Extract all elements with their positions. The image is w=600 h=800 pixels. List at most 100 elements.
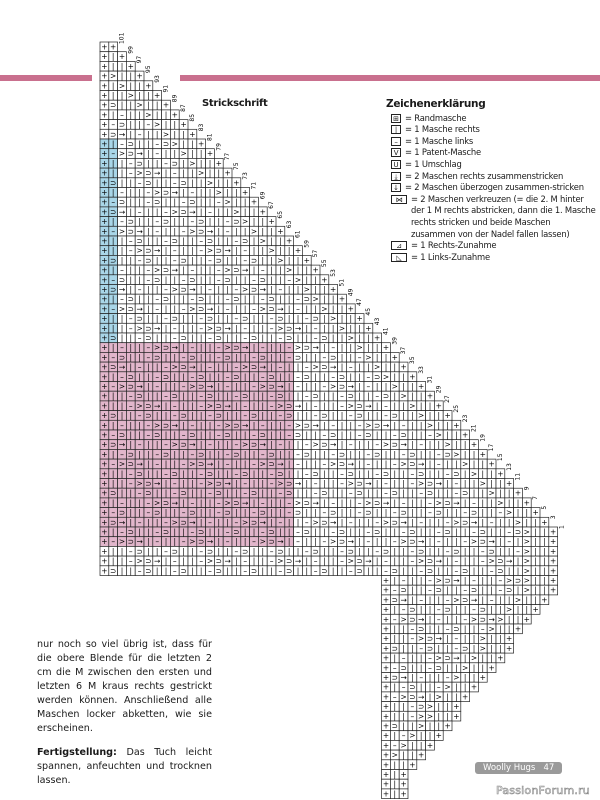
- stitch-symbol: |: [517, 615, 520, 624]
- stitch-symbol: –: [323, 537, 327, 546]
- stitch-symbol: |: [112, 392, 115, 401]
- stitch-symbol: |: [446, 712, 449, 721]
- stitch-symbol: –: [147, 353, 151, 362]
- stitch-symbol: +: [392, 353, 398, 362]
- stitch-symbol: ⊃: [251, 363, 257, 372]
- stitch-symbol: –: [182, 353, 186, 362]
- stitch-symbol: –: [182, 460, 186, 469]
- stitch-symbol: |: [464, 576, 467, 585]
- row-number: 23: [462, 414, 469, 422]
- stitch-symbol: ⊃: [251, 566, 257, 575]
- stitch-symbol: |: [165, 401, 168, 410]
- stitch-symbol: |: [200, 518, 203, 527]
- stitch-symbol: |: [270, 275, 273, 284]
- stitch-symbol: ⊃: [383, 392, 389, 401]
- stitch-symbol: |: [517, 498, 520, 507]
- stitch-symbol: |: [279, 528, 282, 537]
- stitch-symbol: >: [400, 692, 406, 701]
- stitch-symbol: –: [138, 363, 142, 372]
- stitch-symbol: |: [288, 392, 291, 401]
- stitch-symbol: |: [314, 431, 317, 440]
- stitch-symbol: –: [323, 353, 327, 362]
- stitch-symbol: –: [111, 508, 115, 517]
- stitch-symbol: –: [155, 227, 159, 236]
- stitch-symbol: –: [155, 140, 159, 149]
- stitch-symbol: ⊃: [128, 382, 134, 391]
- stitch-symbol: –: [243, 566, 247, 575]
- stitch-symbol: |: [270, 518, 273, 527]
- stitch-symbol: ⊃: [154, 275, 160, 284]
- stitch-symbol: |: [341, 343, 344, 352]
- stitch-symbol: |: [543, 557, 546, 566]
- stitch-symbol: |: [473, 479, 476, 488]
- stitch-symbol: >: [119, 227, 125, 236]
- stitch-symbol: |: [165, 431, 168, 440]
- stitch-symbol: |: [394, 557, 397, 566]
- stitch-symbol: ⊃: [480, 615, 486, 624]
- stitch-symbol: |: [253, 217, 256, 226]
- stitch-symbol: >: [260, 304, 266, 313]
- stitch-symbol: ⊃: [260, 431, 266, 440]
- stitch-symbol: |: [191, 479, 194, 488]
- stitch-symbol: –: [147, 275, 151, 284]
- stitch-symbol: ⊃: [304, 372, 310, 381]
- stitch-symbol: –: [243, 411, 247, 420]
- stitch-symbol: +: [101, 266, 107, 275]
- stitch-symbol: ⊃: [418, 547, 424, 556]
- stitch-symbol: >: [436, 692, 442, 701]
- stitch-symbol: ⊃: [110, 489, 116, 498]
- stitch-symbol: |: [138, 528, 141, 537]
- stitch-symbol: |: [385, 450, 388, 459]
- stitch-symbol: |: [297, 334, 300, 343]
- stitch-symbol: –: [490, 518, 494, 527]
- stitch-symbol: –: [173, 566, 177, 575]
- stitch-symbol: |: [218, 372, 221, 381]
- stitch-symbol: –: [499, 586, 503, 595]
- stitch-symbol: ⊃: [180, 207, 186, 216]
- stitch-symbol: ⊃: [207, 547, 213, 556]
- stitch-symbol: ⊃: [304, 498, 310, 507]
- stitch-symbol: –: [349, 411, 353, 420]
- stitch-symbol: >: [471, 654, 477, 663]
- stitch-symbol: –: [191, 528, 195, 537]
- stitch-symbol: |: [306, 411, 309, 420]
- stitch-symbol: |: [517, 566, 520, 575]
- stitch-symbol: |: [200, 566, 203, 575]
- stitch-symbol: |: [270, 363, 273, 372]
- stitch-symbol: –: [402, 683, 406, 692]
- stitch-symbol: –: [129, 314, 133, 323]
- stitch-symbol: +: [101, 81, 107, 90]
- stitch-symbol: +: [101, 52, 107, 61]
- stitch-symbol: |: [235, 508, 238, 517]
- stitch-symbol: –: [199, 557, 203, 566]
- row-number: 7: [532, 496, 539, 500]
- stitch-symbol: >: [524, 586, 530, 595]
- stitch-symbol: |: [402, 411, 405, 420]
- stitch-symbol: |: [130, 566, 133, 575]
- row-number: 15: [497, 453, 504, 461]
- stitch-symbol: +: [101, 130, 107, 139]
- stitch-symbol: |: [297, 547, 300, 556]
- stitch-symbol: –: [367, 528, 371, 537]
- stitch-symbol: |: [367, 440, 370, 449]
- stitch-symbol: >: [506, 508, 512, 517]
- stitch-symbol: |: [306, 353, 309, 362]
- stitch-symbol: |: [209, 266, 212, 275]
- stitch-symbol: |: [420, 663, 423, 672]
- stitch-symbol: |: [420, 683, 423, 692]
- stitch-symbol: >: [436, 498, 442, 507]
- stitch-symbol: |: [209, 528, 212, 537]
- stitch-symbol: |: [244, 275, 247, 284]
- stitch-symbol: –: [279, 440, 283, 449]
- stitch-symbol: ⊃: [145, 566, 151, 575]
- stitch-symbol: >: [224, 266, 230, 275]
- legend-label: = 2 Maschen verkreuzen (= die 2. M hinte…: [411, 193, 596, 239]
- stitch-symbol: →: [348, 537, 354, 546]
- stitch-symbol: →: [453, 576, 459, 585]
- row-number: 99: [127, 46, 134, 54]
- stitch-symbol: >: [418, 479, 424, 488]
- stitch-symbol: |: [156, 566, 159, 575]
- stitch-symbol: |: [138, 110, 141, 119]
- stitch-symbol: |: [165, 227, 168, 236]
- stitch-symbol: >: [260, 237, 266, 246]
